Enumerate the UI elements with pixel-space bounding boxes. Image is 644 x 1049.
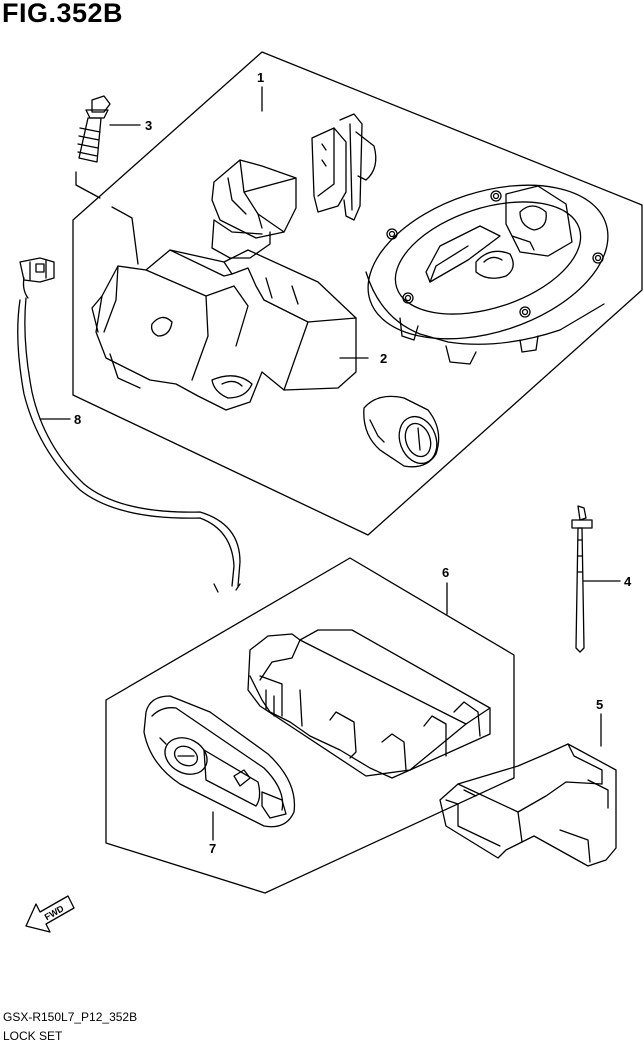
seat-lock-cylinder: [363, 395, 440, 468]
group-1-outline: [72, 51, 643, 536]
figure-name: LOCK SET: [3, 1029, 63, 1043]
callout-5: 5: [596, 697, 603, 712]
callout-labels: 1 2 3 4 5 6 7 8: [74, 70, 632, 856]
ignition-key: [311, 113, 377, 221]
figure-title: FIG.352B: [2, 0, 124, 28]
part-5-holder: [439, 743, 617, 867]
part-4-cable-tie: [571, 505, 593, 653]
fuel-cap-lock: [365, 184, 609, 365]
callout-4: 4: [624, 574, 632, 589]
part-3-screw: [77, 95, 111, 163]
callout-1: 1: [257, 70, 264, 85]
part-8-wire-harness: [17, 257, 241, 593]
part-2-ignition-switch: [91, 159, 357, 411]
group-6-outline: [105, 557, 515, 894]
fwd-direction-arrow: [25, 895, 75, 933]
callout-8: 8: [74, 412, 81, 427]
part-7-remote-fob: [143, 695, 296, 828]
callout-7: 7: [209, 841, 216, 856]
leader-3-to-switch: [75, 171, 139, 265]
callout-6: 6: [442, 565, 449, 580]
callout-2: 2: [380, 351, 387, 366]
part-6-control-unit: [247, 629, 491, 779]
figure-code: GSX-R150L7_P12_352B: [3, 1010, 138, 1024]
callout-3: 3: [145, 118, 152, 133]
